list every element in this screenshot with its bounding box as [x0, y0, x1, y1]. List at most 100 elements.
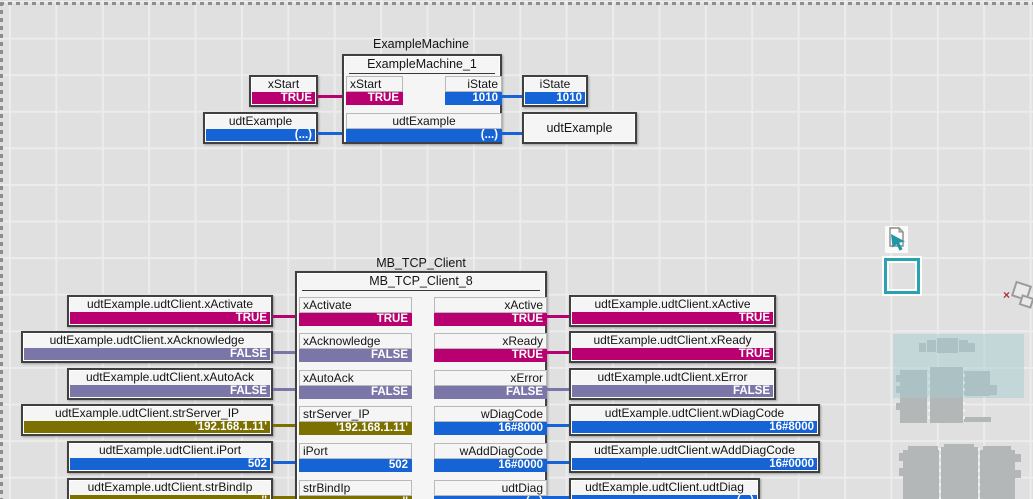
cube-outline-small-icon: [1018, 294, 1033, 309]
input-var-xautoack[interactable]: udtExample.udtClient.xAutoAck FALSE: [67, 368, 273, 400]
pin-value: FALSE: [299, 386, 412, 399]
pin-label: xAutoAck: [299, 370, 412, 386]
pin-xready[interactable]: xReady TRUE: [434, 333, 547, 362]
pin-xactive[interactable]: xActive TRUE: [434, 297, 547, 326]
pin-value: 16#8000: [434, 422, 547, 435]
pin-xautoack[interactable]: xAutoAck FALSE: [299, 370, 412, 399]
pin-value: TRUE: [346, 92, 403, 105]
pin-value: FALSE: [434, 386, 547, 399]
input-var-iport[interactable]: udtExample.udtClient.iPort 502: [67, 441, 273, 473]
wire: [547, 315, 569, 318]
output-var-xactive[interactable]: udtExample.udtClient.xActive TRUE: [569, 295, 776, 327]
pin-value: TRUE: [434, 349, 547, 362]
pin-value: '192.168.1.11': [299, 422, 412, 435]
pin-xactivate[interactable]: xActivate TRUE: [299, 297, 412, 326]
var-label: iState: [539, 77, 571, 91]
pin-iport[interactable]: iPort 502: [299, 443, 412, 472]
var-value: FALSE: [70, 385, 270, 397]
var-label: udtExample.udtClient.wDiagCode: [604, 406, 785, 420]
pin-label: strBindIp: [299, 480, 412, 496]
pin-label: wAddDiagCode: [434, 443, 547, 459]
block-instance-name: ExampleMachine_1: [367, 57, 477, 71]
var-label: udtExample.udtClient.xActive: [594, 297, 751, 311]
var-label: udtExample.udtClient.strBindIp: [87, 480, 253, 494]
pin-value: (...): [434, 496, 547, 499]
var-value: TRUE: [572, 312, 773, 324]
wire: [273, 388, 295, 391]
pin-udtdiag[interactable]: udtDiag (...): [434, 480, 547, 499]
var-value: TRUE: [572, 348, 773, 360]
pin-label: xReady: [434, 333, 547, 349]
input-var-strbindip[interactable]: udtExample.udtClient.strBindIp '': [67, 478, 273, 499]
output-var-wdiagcode[interactable]: udtExample.udtClient.wDiagCode 16#8000: [569, 404, 820, 436]
var-value: '': [70, 495, 270, 499]
var-label: xStart: [267, 77, 300, 91]
output-var-xready[interactable]: udtExample.udtClient.xReady TRUE: [569, 331, 776, 363]
fbd-block-mbtcpclient[interactable]: MB_TCP_Client_8 xActivate TRUE xAcknowle…: [295, 271, 547, 499]
output-var-istate[interactable]: iState 1010: [522, 75, 588, 107]
pin-udtexample[interactable]: udtExample (...): [346, 113, 502, 142]
pin-label: udtExample: [346, 113, 502, 129]
input-var-strserverip[interactable]: udtExample.udtClient.strServer_IP '192.1…: [21, 404, 273, 436]
pin-value: 502: [299, 459, 412, 472]
pin-strbindip[interactable]: strBindIp '': [299, 480, 412, 499]
var-value: 16#8000: [572, 421, 817, 433]
selection-marquee-top: [0, 2, 1033, 5]
pin-label: xActive: [434, 297, 547, 313]
output-var-udtdiag[interactable]: udtExample.udtClient.udtDiag (...): [569, 478, 760, 499]
fbd-block-examplemachine[interactable]: ExampleMachine_1 xStart TRUE iState 1010…: [342, 54, 502, 144]
block-type-title: MB_TCP_Client: [376, 256, 466, 270]
input-var-xactivate[interactable]: udtExample.udtClient.xActivate TRUE: [67, 295, 273, 327]
output-var-xerror[interactable]: udtExample.udtClient.xError FALSE: [569, 368, 776, 400]
pin-label: xStart: [346, 76, 403, 92]
var-label: udtExample.udtClient.xAcknowledge: [49, 333, 245, 347]
wire: [547, 424, 569, 427]
var-label: udtExample.udtClient.udtDiag: [585, 480, 744, 494]
wire: [547, 461, 569, 464]
var-label: udtExample.udtClient.xAutoAck: [85, 370, 255, 384]
output-var-waddiagcode[interactable]: udtExample.udtClient.wAddDiagCode 16#000…: [569, 441, 820, 473]
var-value: (...): [572, 495, 757, 499]
block-header-divider: [302, 290, 540, 291]
input-var-xacknowledge[interactable]: udtExample.udtClient.xAcknowledge FALSE: [21, 331, 273, 363]
var-value: 16#0000: [572, 458, 817, 470]
output-var-udtexample[interactable]: udtExample: [522, 112, 637, 144]
pin-value: TRUE: [434, 313, 547, 326]
pin-xstart[interactable]: xStart TRUE: [346, 76, 403, 105]
input-var-udtexample[interactable]: udtExample (...): [203, 112, 318, 144]
pin-xerror[interactable]: xError FALSE: [434, 370, 547, 399]
pin-xacknowledge[interactable]: xAcknowledge FALSE: [299, 333, 412, 362]
pin-strserverip[interactable]: strServer_IP '192.168.1.11': [299, 406, 412, 435]
pin-label: iState: [445, 76, 502, 92]
var-value: (...): [206, 129, 315, 141]
var-value: TRUE: [70, 312, 270, 324]
pin-label: xError: [434, 370, 547, 386]
var-value: 502: [70, 458, 270, 470]
pin-value: FALSE: [299, 349, 412, 362]
empty-box-icon[interactable]: [884, 258, 920, 294]
input-var-xstart[interactable]: xStart TRUE: [249, 75, 318, 107]
selection-marquee-left: [0, 2, 3, 499]
var-label: udtExample.udtClient.xActivate: [86, 297, 254, 311]
pin-label: xAcknowledge: [299, 333, 412, 349]
pin-label: udtDiag: [434, 480, 547, 496]
block-header-divider: [349, 73, 495, 74]
var-value: FALSE: [24, 348, 270, 360]
wire: [502, 132, 522, 135]
page-cursor-icon[interactable]: [885, 226, 908, 253]
wire: [273, 315, 295, 318]
var-value: TRUE: [252, 92, 315, 104]
wire: [502, 95, 522, 98]
ghost-selection-highlight: [893, 334, 1024, 398]
pin-istate[interactable]: iState 1010: [445, 76, 502, 105]
pin-label: wDiagCode: [434, 406, 547, 422]
pin-waddiagcode[interactable]: wAddDiagCode 16#0000: [434, 443, 547, 472]
wire: [273, 496, 295, 499]
wire: [547, 496, 569, 499]
pin-wdiagcode[interactable]: wDiagCode 16#8000: [434, 406, 547, 435]
wire: [273, 461, 295, 464]
pin-value: 16#0000: [434, 459, 547, 472]
pin-label: xActivate: [299, 297, 412, 313]
block-instance-name: MB_TCP_Client_8: [369, 274, 473, 288]
